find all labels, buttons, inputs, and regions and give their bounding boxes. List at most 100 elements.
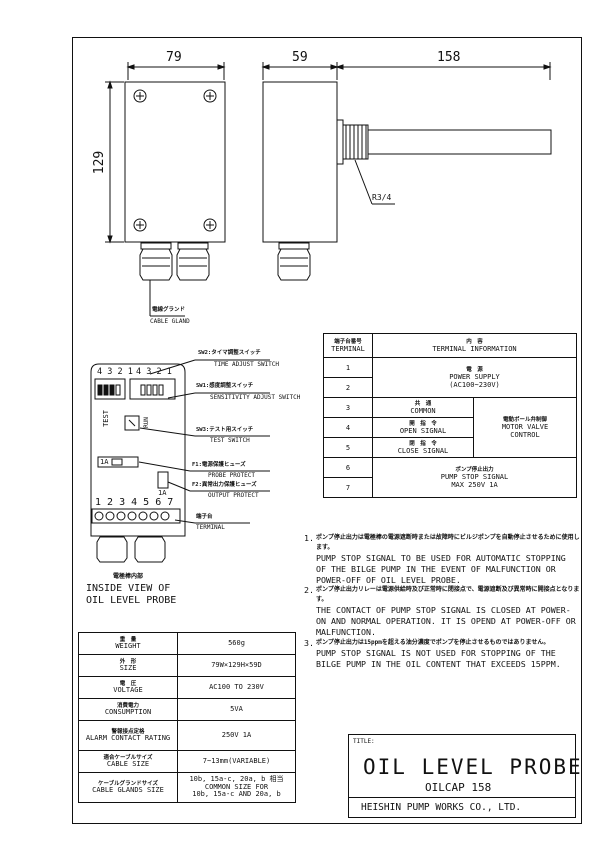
drawing-frame [72,37,582,824]
terminal-no: 6 [323,457,373,478]
inside-caption-jp: 電極棒内部 [113,573,144,580]
sw2-jp: SW2:タイマ調整スイッチ [198,350,261,356]
run-label: RUN [142,417,150,428]
spec-value: 250V 1A [177,720,296,751]
terminal-label: TERMINAL [196,524,225,531]
dim-158-label: 158 [437,50,461,65]
spec-label: WEIGHT [115,641,141,650]
common-jp: 共 通 [414,400,432,407]
spec-jp: 外 形 [119,658,137,665]
note-number: 3. [304,637,314,648]
dimension-79 [126,62,226,80]
terminal-no: 4 [323,417,373,438]
note-1: 1. ポンプ停止出力は電極棒の電源遮断時または故障時にビルジポンプを自動停止させ… [304,533,582,585]
cable-glands-front [139,242,210,317]
spec-jp: ケーブルグランドサイズ [97,780,158,787]
notes: 1. ポンプ停止出力は電極棒の電源遮断時または故障時にビルジポンプを自動停止させ… [304,533,582,669]
th-info-jp: 内 容 [466,338,483,345]
close-jp: 閉 指 令 [409,440,437,447]
spec-jp: 重 量 [119,636,137,643]
title-divider [349,797,575,798]
note-2: 2. ポンプ停止出力リレーは電源供給時及び正常時に閉接点で、電源遮断及び異常時に… [304,585,582,637]
terminal-no: 5 [323,437,373,458]
test-label: TEST [101,410,110,427]
sw3-label: TEST SWITCH [210,437,250,444]
screw-heads [133,89,217,232]
model-name: OILCAP 158 [425,781,492,794]
spec-value: AC100 TO 230V [177,676,296,699]
spec-jp: 電 圧 [119,680,137,687]
f1-jp: F1:電源保護ヒューズ [192,462,246,468]
inside-caption-1: INSIDE VIEW OF [86,583,171,594]
spec-label: ALARM CONTACT RATING [85,733,171,742]
note-number: 2. [304,585,314,596]
terminal-no: 7 [323,477,373,498]
sw1-label: SENSITIVITY ADJUST SWITCH [210,394,301,401]
fuse2-label: 1A [158,489,167,497]
dim-129-label: 129 [92,150,108,175]
dip-left-numbers: 4 3 2 1 [97,367,133,377]
spec-jp: 警報接点定格 [111,728,145,735]
note-jp: ポンプ停止出力は15ppmを超える油分濃度でポンプを停止させるものではありません… [316,638,550,646]
sw3-jp: SW3:テスト用スイッチ [196,427,254,433]
th-info: TERMINAL INFORMATION [432,344,517,353]
cable-gland-jp: 電線グランド [152,307,186,313]
note-text: THE CONTACT OF PUMP STOP SIGNAL IS CLOSE… [316,605,576,637]
spec-value: 10b, 15a-c, 20a, b 相当 [189,775,284,784]
side-view [261,62,552,281]
inside-caption-2: OIL LEVEL PROBE [86,595,177,606]
common: COMMON [410,406,436,415]
spec-label: CABLE GLANDS SIZE [92,785,164,794]
dim-59-label: 59 [292,50,308,65]
spec-value: 560g [177,632,296,655]
sw2-label: TIME ADJUST SWITCH [214,361,280,368]
motor-jp: 電動ボール弁制御 [502,416,547,423]
terminal-no: 1 [323,357,373,378]
pump-stop: PUMP STOP SIGNAL [440,472,509,481]
terminal-no: 3 [323,397,373,418]
title-label: TITLE: [353,738,375,745]
dimension-129 [105,80,124,244]
th-terminal-jp: 端子台番号 [334,338,362,345]
spec-label: CONSUMPTION [104,707,152,716]
dim-79-label: 79 [166,50,182,65]
company-name: HEISHIN PUMP WORKS CO., LTD. [361,802,522,813]
spec-value: 7~13mm(VARIABLE) [177,750,296,773]
dip-right-numbers: 4 3 2 1 [136,367,172,377]
spec-value: 79W×129H×59D [177,654,296,677]
close-signal: CLOSE SIGNAL [397,446,449,455]
inside-view [90,359,270,563]
pump-rating: MAX 250V 1A [451,480,498,489]
note-number: 1. [304,533,314,543]
drawing-title: OIL LEVEL PROBE [363,755,583,779]
motor-control: CONTROL [510,430,540,439]
spec-label: CABLE SIZE [106,759,150,768]
power-supply: POWER SUPPLY [449,372,500,381]
terminal-jp: 端子台 [196,514,213,520]
f2-label: OUTPUT PROTECT [208,492,259,499]
sw1-jp: SW1:感度調整スイッチ [196,383,254,389]
note-text: PUMP STOP SIGNAL IS NOT USED FOR STOPPIN… [316,647,561,669]
terminal-no: 2 [323,377,373,398]
f2-jp: F2:異常出力保護ヒューズ [192,482,257,488]
spec-jp: 適合ケーブルサイズ [103,754,153,761]
power-range: (AC100~230V) [449,380,500,389]
thread-label: R3/4 [372,193,392,202]
open-signal: OPEN SIGNAL [399,426,447,435]
spec-value-3: 10b, 15a-c AND 20a, b [192,790,281,799]
spec-value-2: COMMON SIZE FOR [204,782,269,791]
f1-label: PROBE PROTECT [208,472,255,479]
spec-label: VOLTAGE [113,685,143,694]
spec-jp: 消費電力 [116,702,139,709]
fuse1-label: 1A [100,458,109,466]
power-jp: 電 源 [466,366,483,373]
motor-valve: MOTOR VALVE [501,422,549,431]
note-text: PUMP STOP SIGNAL TO BE USED FOR AUTOMATI… [316,553,566,585]
spec-label: SIZE [119,663,137,672]
terminal-numbers: 1 2 3 4 5 6 7 [95,497,174,508]
th-terminal: TERMINAL [331,344,365,353]
pump-jp: ポンプ停止出力 [455,466,494,473]
open-jp: 開 指 令 [409,420,437,427]
